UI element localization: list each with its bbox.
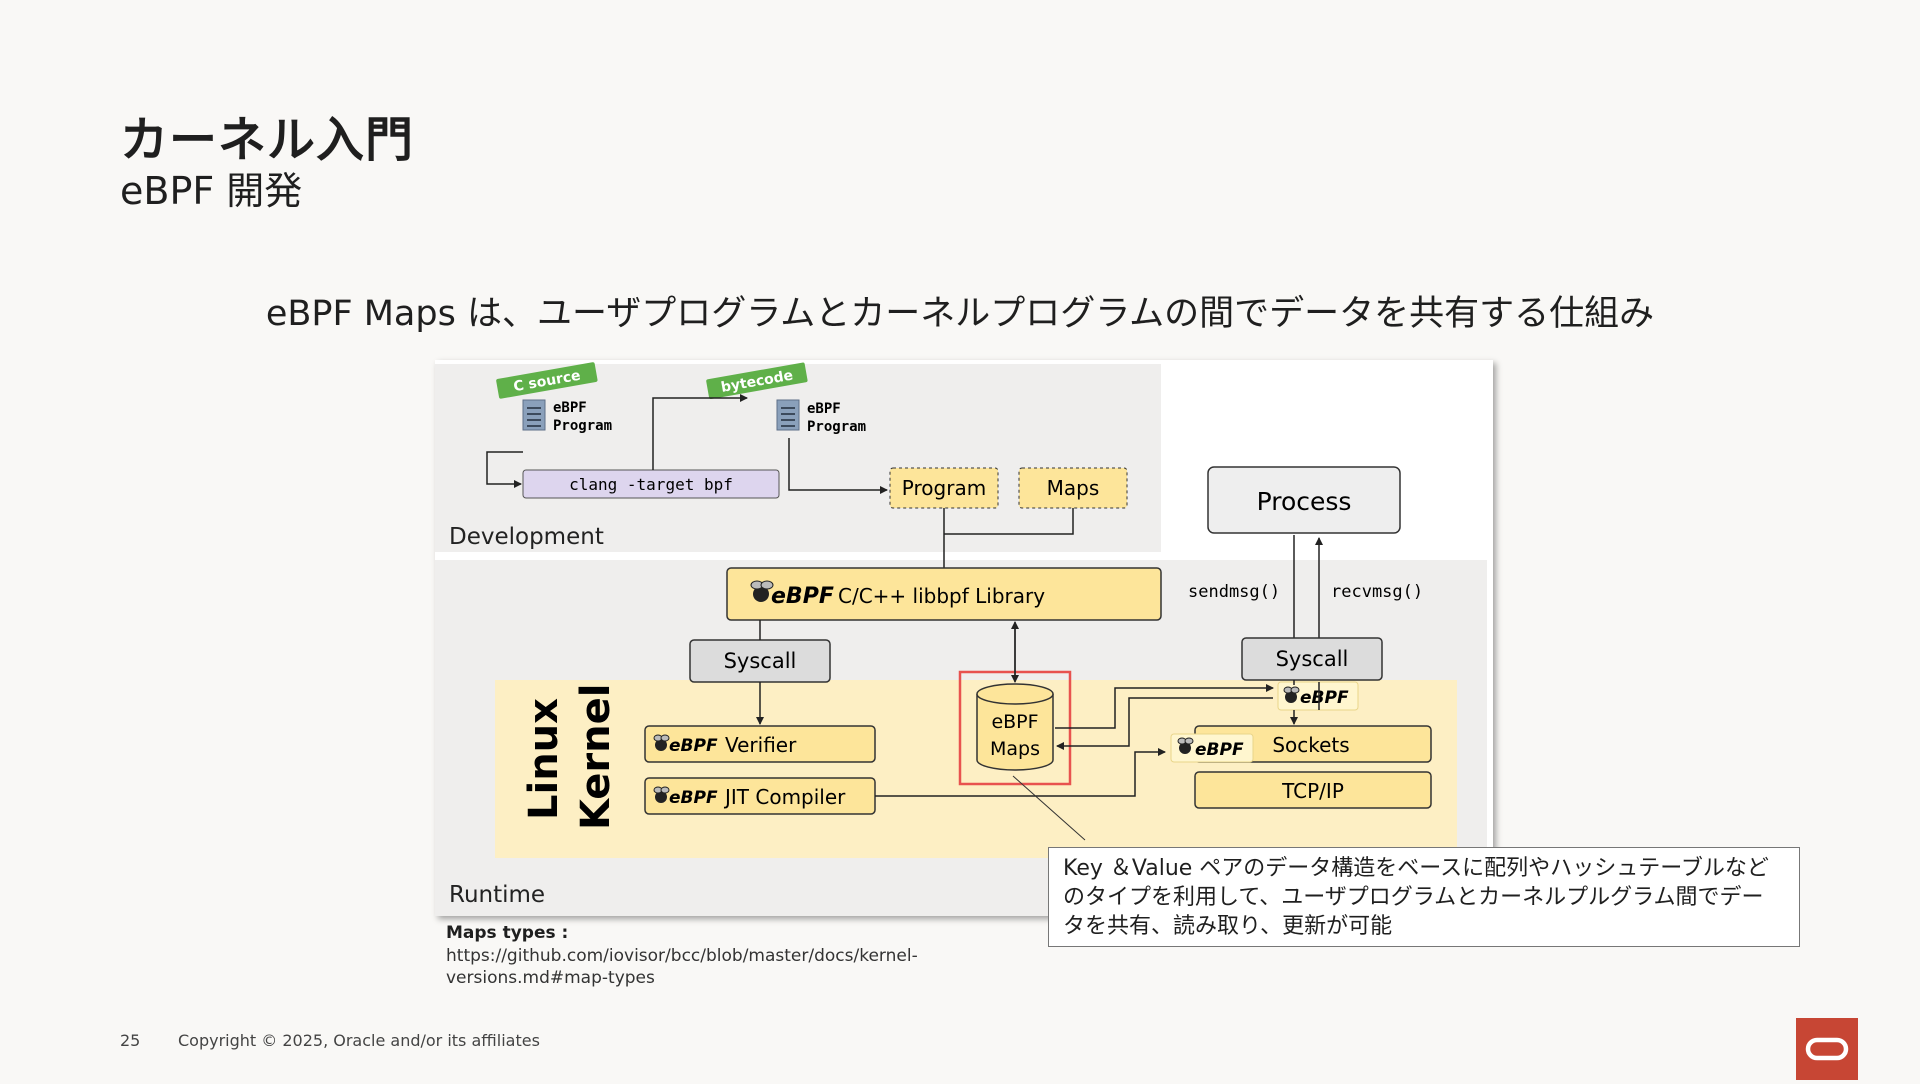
oracle-logo-icon	[1796, 1018, 1858, 1080]
maps-db-label-line1: eBPF	[991, 711, 1038, 733]
arrow-clang-to-bytecode	[652, 394, 748, 470]
development-label: Development	[449, 524, 604, 550]
ebpf-program-bytecode-line1: eBPF	[807, 401, 841, 417]
ebpf-program-source-line1: eBPF	[553, 400, 587, 416]
bee-icon	[1283, 686, 1300, 703]
slide-headline: eBPF Maps は、ユーザプログラムとカーネルプログラムの間でデータを共有す…	[265, 294, 1655, 334]
bee-icon	[1177, 737, 1194, 754]
development-zone	[435, 364, 1161, 552]
sockets-ebpf-logo: eBPF	[1195, 740, 1244, 760]
verifier-label: Verifier	[725, 733, 797, 757]
runtime-label: Runtime	[449, 882, 545, 908]
clang-box	[522, 469, 780, 499]
bee-icon	[653, 786, 670, 803]
syscall-left-label: Syscall	[724, 649, 797, 673]
copyright-notice: Copyright © 2025, Oracle and/or its affi…	[178, 1031, 540, 1050]
jit-ebpf-logo: eBPF	[669, 788, 718, 808]
ebpf-program-bytecode-line2: Program	[807, 419, 866, 435]
bee-icon	[750, 580, 774, 602]
program-box	[889, 467, 999, 509]
verifier-ebpf-logo: eBPF	[669, 736, 718, 756]
document-icon	[522, 399, 546, 431]
recvmsg-label: recvmsg()	[1331, 582, 1423, 602]
maps-database-icon	[976, 683, 1054, 771]
process-box-label: Process	[1257, 487, 1352, 516]
sendmsg-label: sendmsg()	[1188, 582, 1280, 602]
arrow-source-to-clang	[486, 451, 523, 488]
libbpf-ebpf-logo: eBPF	[771, 584, 834, 609]
ebpf-architecture-diagram: Development Runtime C source eBPF Progra…	[435, 360, 1493, 916]
maps-description-callout: Key ＆Value ペアのデータ構造をベースに配列やハッシュテーブルなどのタイ…	[1048, 847, 1800, 947]
kernel-label: Kernel	[573, 684, 619, 830]
bee-icon	[653, 734, 670, 751]
syscall-box-right	[1241, 637, 1383, 681]
page-number: 25	[120, 1031, 141, 1050]
maps-to-hook-arrow	[1055, 684, 1274, 729]
process-box	[1207, 466, 1401, 534]
clang-command: clang -target bpf	[569, 475, 733, 494]
jit-compiler-label: JIT Compiler	[723, 785, 846, 809]
tcpip-label: TCP/IP	[1281, 779, 1344, 803]
maps-types-label: Maps types :	[446, 923, 569, 943]
tcpip-box	[1194, 771, 1432, 809]
hook-to-maps-arrow	[1056, 697, 1273, 750]
sockets-label: Sockets	[1272, 733, 1349, 757]
maps-box	[1018, 467, 1128, 509]
slide-title: カーネル入門	[120, 112, 415, 168]
slide-subtitle: eBPF 開発	[120, 169, 303, 213]
callout-pointer	[1012, 775, 1086, 841]
document-icon	[776, 399, 800, 431]
maps-db-label-line2: Maps	[990, 738, 1040, 760]
verifier-box	[644, 725, 876, 763]
arrow-bytecode-to-program	[788, 438, 888, 494]
syscall-hook-ebpf-logo: eBPF	[1300, 688, 1349, 708]
connector-program-maps	[943, 508, 1074, 568]
linux-label: Linux	[521, 698, 567, 820]
jit-to-sockets-arrow	[875, 748, 1166, 797]
syscall-right-label: Syscall	[1276, 647, 1349, 671]
ebpf-program-source-line2: Program	[553, 418, 612, 434]
maps-box-label: Maps	[1047, 476, 1100, 500]
libbpf-library-label: C/C++ libbpf Library	[838, 584, 1045, 608]
libbpf-library-box	[726, 567, 1162, 621]
maps-types-link[interactable]: https://github.com/iovisor/bcc/blob/mast…	[446, 946, 918, 988]
program-box-label: Program	[902, 476, 986, 500]
